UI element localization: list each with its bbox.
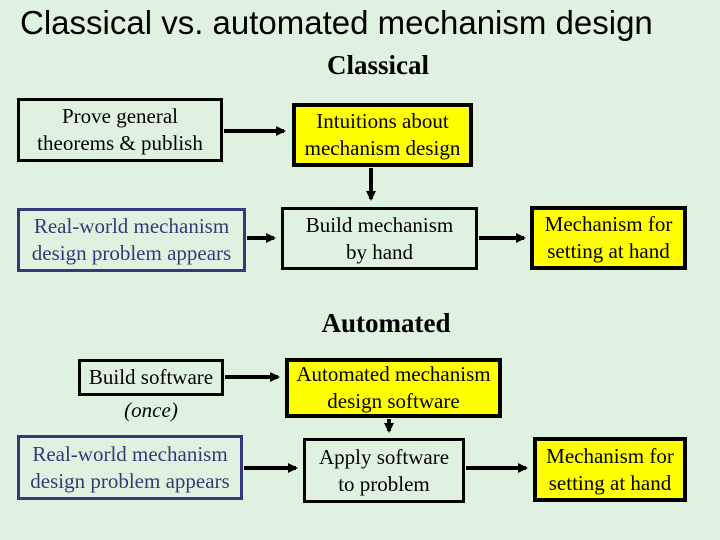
box-real-world-problem-automated: Real-world mechanism design problem appe… bbox=[17, 435, 243, 500]
box-real-world-problem-classical: Real-world mechanism design problem appe… bbox=[17, 208, 246, 272]
classical-section-heading: Classical bbox=[326, 50, 430, 80]
box-mechanism-for-setting-automated: Mechanism for setting at hand bbox=[533, 437, 687, 502]
once-label: (once) bbox=[124, 398, 178, 422]
box-mechanism-for-setting-classical: Mechanism for setting at hand bbox=[530, 206, 687, 270]
box-prove-theorems: Prove general theorems & publish bbox=[17, 98, 223, 162]
box-intuitions: Intuitions about mechanism design bbox=[292, 103, 473, 167]
slide-title: Classical vs. automated mechanism design bbox=[20, 4, 653, 41]
box-build-mechanism-by-hand: Build mechanism by hand bbox=[281, 207, 478, 270]
box-build-software: Build software bbox=[78, 359, 224, 396]
automated-section-heading: Automated bbox=[321, 308, 451, 338]
box-apply-software: Apply software to problem bbox=[303, 438, 465, 503]
box-automated-mechanism-design-software: Automated mechanism design software bbox=[285, 358, 502, 418]
